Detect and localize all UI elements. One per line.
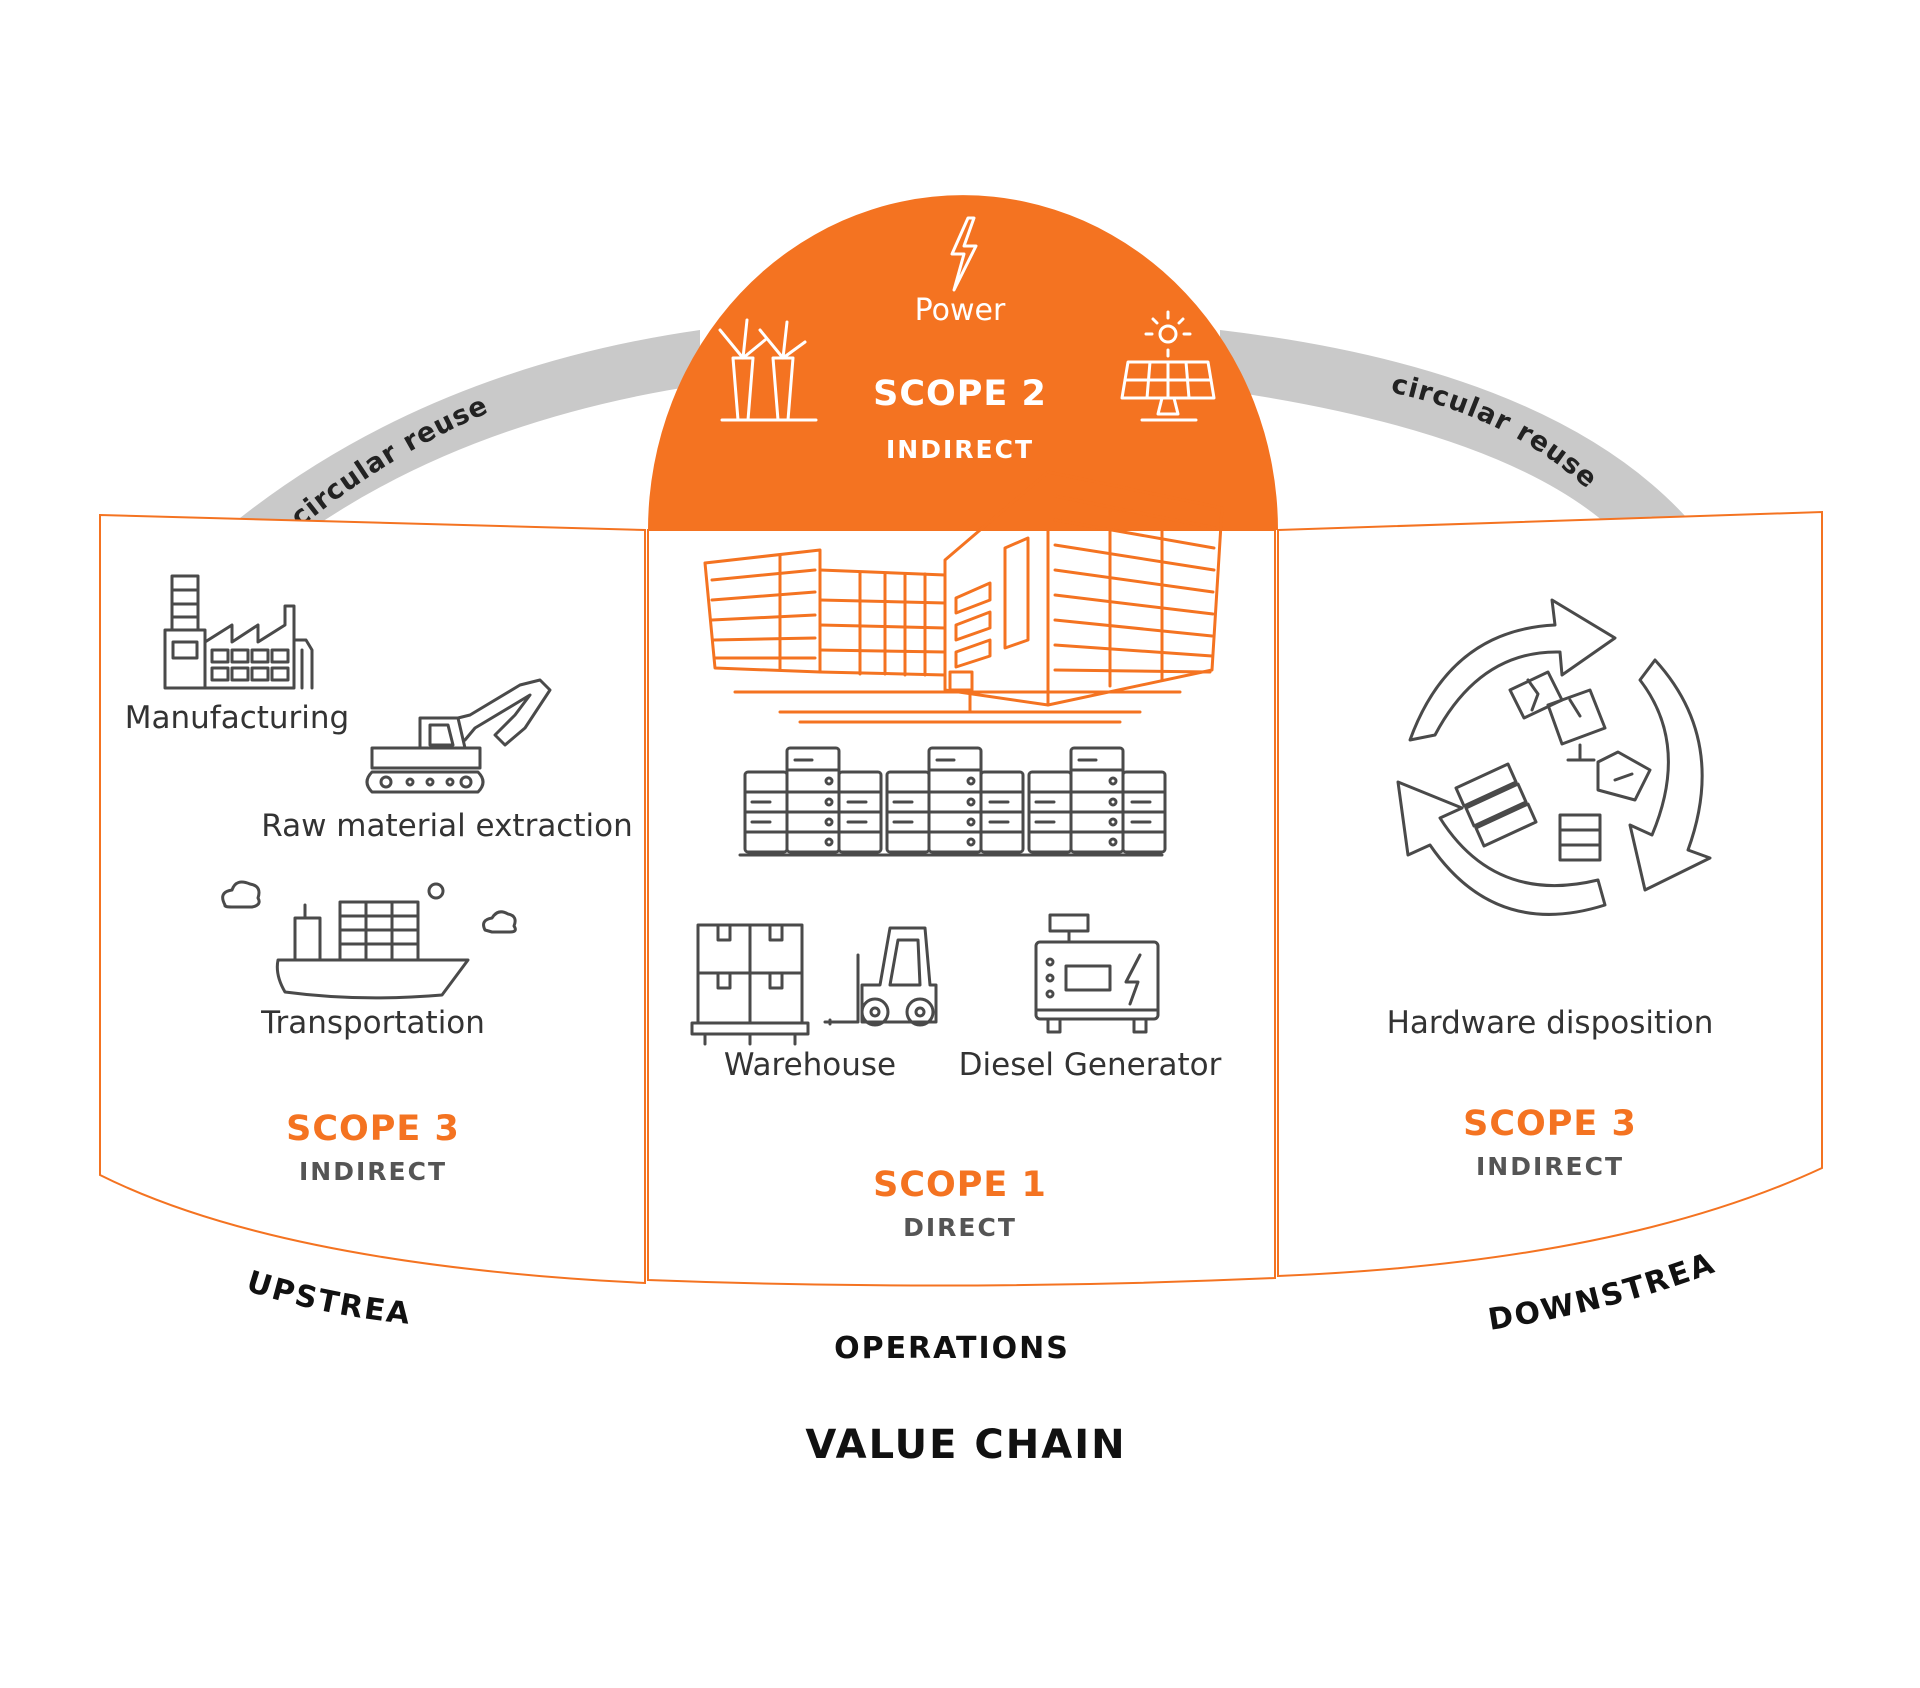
- warehouse-icon: [690, 923, 810, 1046]
- scope2-power-dome: [648, 195, 1278, 530]
- forklift-icon: [823, 926, 938, 1027]
- scope2-title: SCOPE 2: [873, 374, 1047, 414]
- value-chain-title: VALUE CHAIN: [805, 1422, 1126, 1468]
- scope1-kind: DIRECT: [903, 1213, 1017, 1242]
- circular-reuse-arch-left: [225, 330, 700, 530]
- scope2-kind: INDIRECT: [886, 435, 1034, 464]
- factory-icon: [163, 574, 314, 690]
- upstream-scope-title: SCOPE 3: [286, 1109, 460, 1149]
- diesel-generator-label: Diesel Generator: [959, 1047, 1222, 1083]
- operations-panel: [647, 529, 1276, 1287]
- warehouse-label: Warehouse: [724, 1047, 896, 1083]
- upstream-scope-kind: INDIRECT: [299, 1157, 447, 1186]
- operations-stage-label: OPERATIONS: [834, 1331, 1070, 1366]
- downstream-scope-kind: INDIRECT: [1476, 1152, 1624, 1181]
- power-label: Power: [915, 293, 1006, 328]
- cargo-ship-icon: [221, 880, 517, 1000]
- wind-turbine-icon: [718, 318, 818, 422]
- recycle-icon: [1396, 598, 1712, 916]
- circular-reuse-arch-right: [1220, 330, 1695, 527]
- transportation-label: Transportation: [260, 1005, 485, 1041]
- generator-icon: [1034, 913, 1160, 1034]
- manufacturing-label: Manufacturing: [125, 700, 349, 736]
- data-center-building-icon: [703, 470, 1224, 724]
- solar-panel-icon: [1120, 310, 1216, 422]
- lightning-icon: [950, 216, 978, 292]
- downstream-scope-title: SCOPE 3: [1463, 1104, 1637, 1144]
- excavator-icon: [365, 678, 552, 794]
- raw-material-extraction-label: Raw material extraction: [261, 808, 633, 844]
- circular-reuse-label-left: circular reuse: [285, 390, 493, 533]
- scope1-title: SCOPE 1: [873, 1165, 1047, 1205]
- server-racks-icon: [738, 746, 1167, 857]
- hardware-disposition-label: Hardware disposition: [1387, 1005, 1714, 1041]
